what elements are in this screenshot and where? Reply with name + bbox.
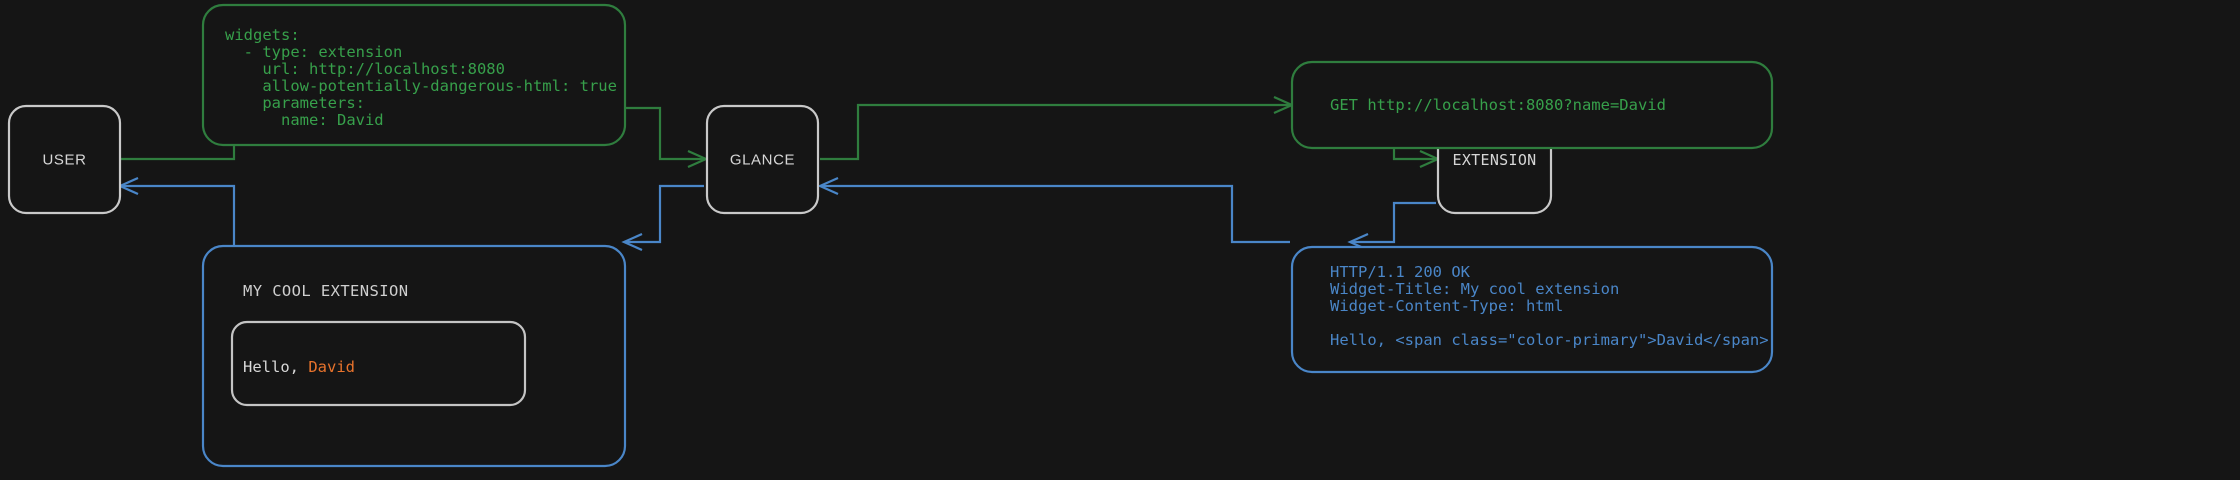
request-box: GET http://localhost:8080?name=David [1290, 60, 1774, 150]
config-line-3: allow-potentially-dangerous-html: true [225, 77, 617, 95]
response-box-shape [1290, 245, 1774, 374]
response-line-2: Widget-Content-Type: html [1330, 297, 1563, 315]
request-line-0: GET http://localhost:8080?name=David [1330, 96, 1666, 114]
edge-glance-to-request [820, 95, 1295, 161]
response-line-4: Hello, <span class="color-primary">David… [1330, 331, 1769, 349]
config-box-shape [201, 3, 627, 147]
response-box: HTTP/1.1 200 OK Widget-Title: My cool ex… [1290, 245, 1774, 374]
edge-config-to-glance [625, 106, 709, 169]
config-line-2: url: http://localhost:8080 [225, 60, 505, 78]
widget-body-prefix: Hello, [243, 358, 308, 376]
node-user[interactable]: USER [7, 104, 122, 215]
edge-response-to-glance [817, 176, 1290, 244]
edge-extension-to-response [1347, 201, 1436, 252]
config-box: widgets: - type: extension url: http://l… [201, 3, 627, 147]
node-extension-label: EXTENSION [1453, 151, 1537, 169]
node-user-label: USER [42, 151, 86, 168]
config-line-0: widgets: [225, 26, 300, 44]
response-line-1: Widget-Title: My cool extension [1330, 280, 1619, 298]
node-glance-shape [705, 104, 820, 215]
node-user-shape [7, 104, 122, 215]
config-line-5: name: David [225, 111, 384, 129]
request-box-shape [1290, 60, 1774, 150]
widget-content-shape [230, 320, 527, 407]
widget-preview-title: MY COOL EXTENSION [243, 282, 408, 300]
config-line-1: - type: extension [225, 43, 402, 61]
node-glance-label: GLANCE [730, 151, 795, 168]
widget-preview-body: Hello, David [243, 358, 355, 376]
node-glance[interactable]: GLANCE [705, 104, 820, 215]
config-line-4: parameters: [225, 94, 365, 112]
response-line-0: HTTP/1.1 200 OK [1330, 263, 1471, 281]
edge-glance-to-widget [621, 184, 704, 252]
widget-preview-box: MY COOL EXTENSION Hello, David [201, 244, 627, 468]
widget-body-accent: David [308, 358, 355, 376]
